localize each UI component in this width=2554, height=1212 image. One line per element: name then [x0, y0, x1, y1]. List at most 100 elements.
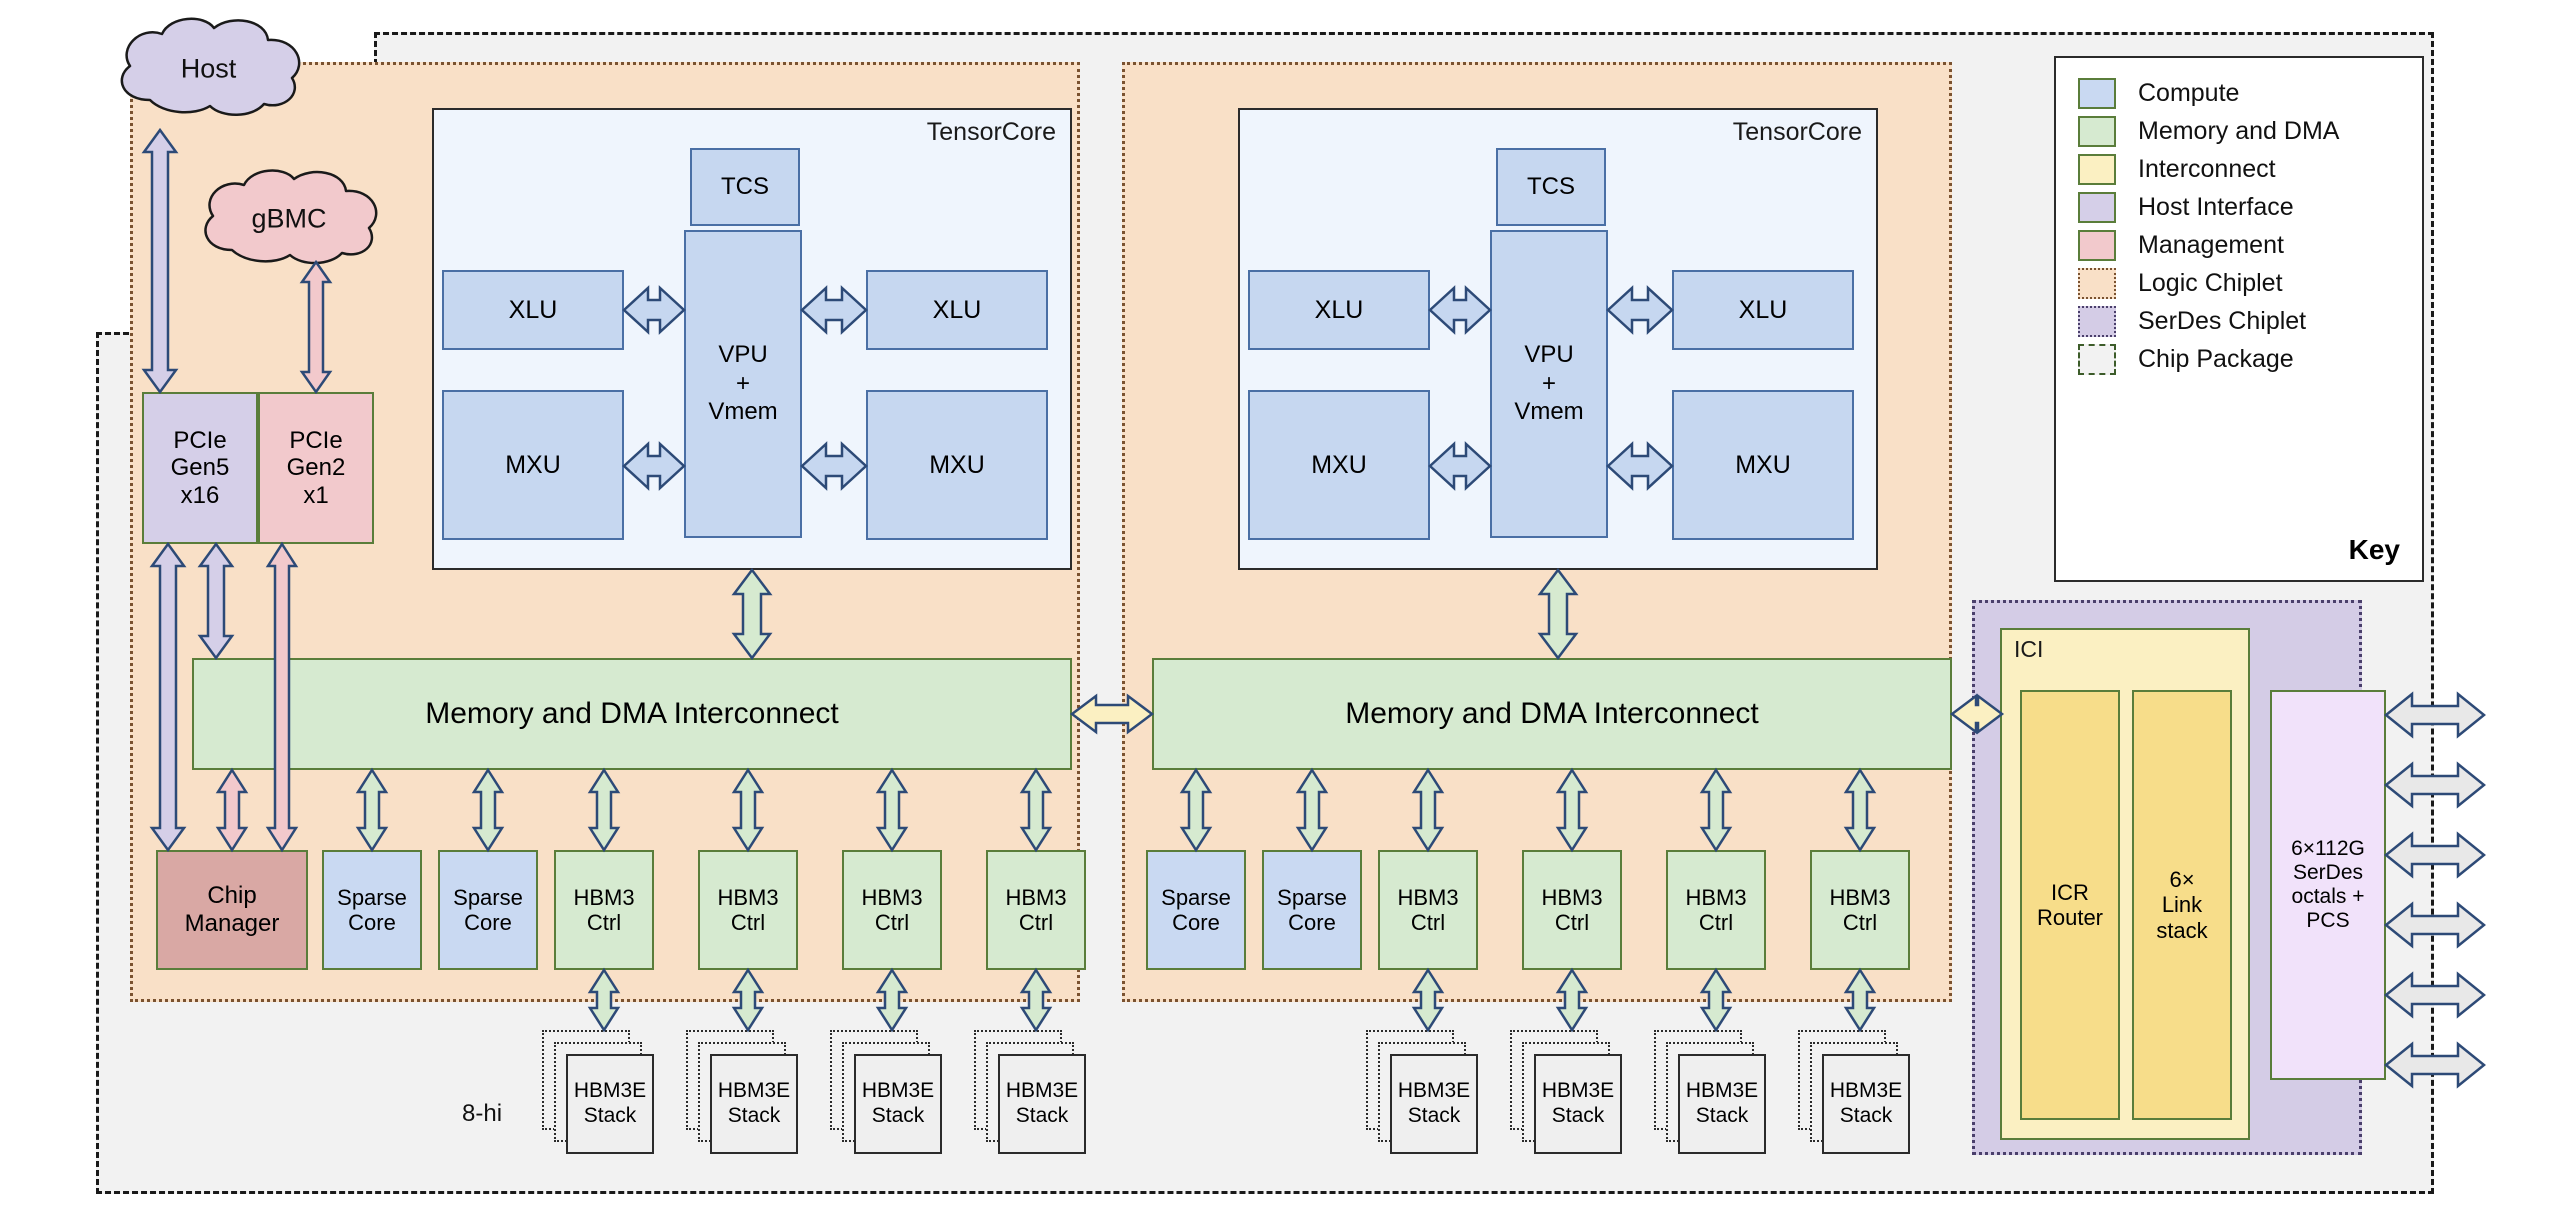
link-stack-line1: 6×: [2169, 867, 2195, 893]
legend-row-compute: Compute: [2078, 74, 2422, 112]
hbm3e-l3-line2: Stack: [871, 1104, 925, 1127]
mxu-right-west[interactable]: MXU: [1248, 390, 1430, 540]
legend-swatch-interconnect: [2078, 153, 2116, 185]
pcie-gen2-block[interactable]: PCIe Gen2 x1: [258, 392, 374, 544]
hbm3e-stack-r3-sheet-front: HBM3E Stack: [1678, 1054, 1766, 1154]
vpu-left-line2: +: [735, 369, 750, 397]
legend-label-logic-chiplet: Logic Chiplet: [2138, 268, 2283, 297]
memory-dma-interconnect-left[interactable]: Memory and DMA Interconnect: [192, 658, 1072, 770]
hbm3-ctrl-r2-line2: Ctrl: [1554, 910, 1590, 935]
hbm3-ctrl-l4-line1: HBM3: [1005, 884, 1067, 910]
hbm3-ctrl-l2[interactable]: HBM3 Ctrl: [698, 850, 798, 970]
tcs-right[interactable]: TCS: [1496, 148, 1606, 226]
hbm3e-stack-l2[interactable]: HBM3E Stack: [686, 1030, 806, 1160]
mxu-left-west[interactable]: MXU: [442, 390, 624, 540]
hbm3e-l4-line2: Stack: [1015, 1104, 1069, 1127]
pcie-gen5-block[interactable]: PCIe Gen5 x16: [142, 392, 258, 544]
vpu-right-line3: Vmem: [1514, 398, 1584, 426]
legend-row-host-interface: Host Interface: [2078, 188, 2422, 226]
icr-router-block[interactable]: ICR Router: [2020, 690, 2120, 1120]
sparse-core-r1-line1: Sparse: [1161, 884, 1231, 910]
hbm3e-r4-line2: Stack: [1839, 1104, 1893, 1127]
hbm3e-r4-line1: HBM3E: [1829, 1079, 1903, 1103]
link-stack-line3: stack: [2156, 917, 2208, 943]
hbm3-ctrl-r1-line2: Ctrl: [1410, 910, 1446, 935]
hbm3e-r2-line1: HBM3E: [1541, 1079, 1615, 1103]
tcs-left[interactable]: TCS: [690, 148, 800, 226]
link-stack-block[interactable]: 6× Link stack: [2132, 690, 2232, 1120]
legend-swatch-serdes-chiplet: [2078, 305, 2116, 337]
vpu-right-line1: VPU: [1524, 340, 1574, 368]
serdes-line4: PCS: [2306, 909, 2350, 933]
hbm3e-stack-r4[interactable]: HBM3E Stack: [1798, 1030, 1918, 1160]
hbm3-ctrl-l1-line1: HBM3: [573, 884, 635, 910]
legend-swatch-memory: [2078, 115, 2116, 147]
gbmc-cloud: gBMC: [190, 166, 388, 272]
hbm3e-r2-line2: Stack: [1551, 1104, 1605, 1127]
legend-label-memory: Memory and DMA: [2138, 116, 2340, 145]
hbm3-ctrl-l4-line2: Ctrl: [1018, 910, 1054, 935]
sparse-core-l2[interactable]: Sparse Core: [438, 850, 538, 970]
hbm3e-stack-l3-sheet-front: HBM3E Stack: [854, 1054, 942, 1154]
hbm3-ctrl-r4[interactable]: HBM3 Ctrl: [1810, 850, 1910, 970]
host-cloud: Host: [106, 14, 311, 124]
hbm3e-r3-line1: HBM3E: [1685, 1079, 1759, 1103]
hbm3-ctrl-l1-line2: Ctrl: [586, 910, 622, 935]
vpu-left-line1: VPU: [718, 340, 768, 368]
hbm3e-stack-r1[interactable]: HBM3E Stack: [1366, 1030, 1486, 1160]
legend-swatch-compute: [2078, 77, 2116, 109]
legend-swatch-management: [2078, 229, 2116, 261]
tensorcore-right-label: TensorCore: [1732, 118, 1862, 146]
sparse-core-r1[interactable]: Sparse Core: [1146, 850, 1246, 970]
hbm3e-l2-line2: Stack: [727, 1104, 781, 1127]
hbm3-ctrl-l3[interactable]: HBM3 Ctrl: [842, 850, 942, 970]
hbm3e-stack-r1-sheet-front: HBM3E Stack: [1390, 1054, 1478, 1154]
hbm3-ctrl-l4[interactable]: HBM3 Ctrl: [986, 850, 1086, 970]
hbm3e-stack-r2[interactable]: HBM3E Stack: [1510, 1030, 1630, 1160]
vpu-vmem-left[interactable]: VPU + Vmem: [684, 230, 802, 538]
legend-row-interconnect: Interconnect: [2078, 150, 2422, 188]
icr-router-line2: Router: [2036, 905, 2104, 930]
hbm-stack-height-label: 8-hi: [462, 1100, 503, 1127]
xlu-right-east[interactable]: XLU: [1672, 270, 1854, 350]
hbm3-ctrl-r3[interactable]: HBM3 Ctrl: [1666, 850, 1766, 970]
xlu-left-east[interactable]: XLU: [866, 270, 1048, 350]
chip-manager-block[interactable]: Chip Manager: [156, 850, 308, 970]
mxu-left-east[interactable]: MXU: [866, 390, 1048, 540]
pcie-gen5-line1: PCIe: [173, 426, 227, 454]
legend-row-memory: Memory and DMA: [2078, 112, 2422, 150]
hbm3e-stack-r2-sheet-front: HBM3E Stack: [1534, 1054, 1622, 1154]
serdes-line1: 6×112G: [2291, 836, 2365, 860]
hbm3-ctrl-r4-line1: HBM3: [1829, 884, 1891, 910]
mxu-right-east[interactable]: MXU: [1672, 390, 1854, 540]
xlu-left-west[interactable]: XLU: [442, 270, 624, 350]
legend-label-compute: Compute: [2138, 78, 2240, 107]
legend-label-host-interface: Host Interface: [2138, 192, 2294, 221]
sparse-core-l1[interactable]: Sparse Core: [322, 850, 422, 970]
hbm3e-stack-l4[interactable]: HBM3E Stack: [974, 1030, 1094, 1160]
hbm3-ctrl-l1[interactable]: HBM3 Ctrl: [554, 850, 654, 970]
hbm3-ctrl-r1-line1: HBM3: [1397, 884, 1459, 910]
legend-row-chip-package: Chip Package: [2078, 340, 2422, 378]
hbm3e-r1-line2: Stack: [1407, 1104, 1461, 1127]
serdes-line3: octals +: [2291, 885, 2365, 908]
hbm3-ctrl-r4-line2: Ctrl: [1842, 910, 1878, 935]
hbm3e-stack-l1[interactable]: HBM3E Stack: [542, 1030, 662, 1160]
hbm3e-stack-r3[interactable]: HBM3E Stack: [1654, 1030, 1774, 1160]
vpu-vmem-right[interactable]: VPU + Vmem: [1490, 230, 1608, 538]
legend-key-panel: Compute Memory and DMA Interconnect Host…: [2054, 56, 2424, 582]
hbm3e-stack-l3[interactable]: HBM3E Stack: [830, 1030, 950, 1160]
hbm3-ctrl-r1[interactable]: HBM3 Ctrl: [1378, 850, 1478, 970]
hbm3-ctrl-r2[interactable]: HBM3 Ctrl: [1522, 850, 1622, 970]
memory-dma-interconnect-right[interactable]: Memory and DMA Interconnect: [1152, 658, 1952, 770]
hbm3-ctrl-l3-line1: HBM3: [861, 884, 923, 910]
gbmc-cloud-label: gBMC: [251, 203, 327, 234]
hbm3e-stack-l4-sheet-front: HBM3E Stack: [998, 1054, 1086, 1154]
xlu-right-west[interactable]: XLU: [1248, 270, 1430, 350]
sparse-core-r2[interactable]: Sparse Core: [1262, 850, 1362, 970]
legend-label-management: Management: [2138, 230, 2284, 259]
host-cloud-label: Host: [180, 53, 237, 84]
sparse-core-l1-line2: Core: [348, 910, 396, 935]
hbm3e-l2-line1: HBM3E: [717, 1079, 791, 1103]
serdes-octals-pcs-block[interactable]: 6×112G SerDes octals + PCS: [2270, 690, 2386, 1080]
